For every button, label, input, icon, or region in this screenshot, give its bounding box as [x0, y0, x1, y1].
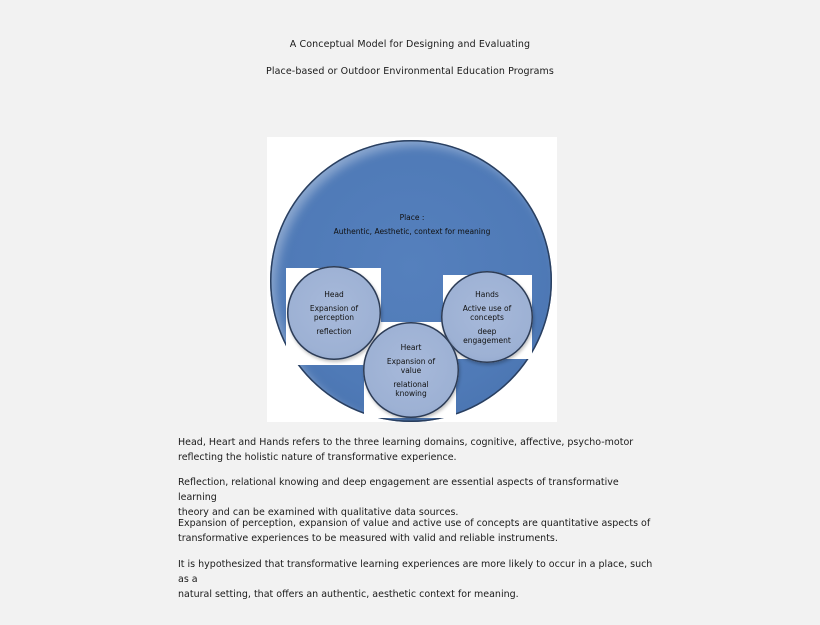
paragraph-line: Head, Heart and Hands refers to the thre…: [178, 437, 634, 448]
hands-circle: Hands Active use of concepts deep engage…: [441, 271, 533, 363]
paragraph-domains: Head, Heart and Hands refers to the thre…: [178, 435, 658, 465]
head-title: Head: [324, 290, 344, 299]
paragraph-quantitative: Expansion of perception, expansion of va…: [178, 516, 658, 546]
hands-line-3: deep: [477, 326, 497, 336]
place-title: Place :: [399, 213, 425, 222]
paragraph-hypothesis: It is hypothesized that transformative l…: [178, 557, 658, 602]
hands-title: Hands: [475, 289, 499, 299]
head-line-3: reflection: [316, 327, 352, 336]
head-line-2: perception: [313, 313, 355, 322]
heart-circle: Heart Expansion of value relational know…: [363, 322, 459, 418]
head-line-1: Expansion of: [309, 304, 359, 313]
heart-line-4: knowing: [395, 388, 427, 398]
heart-line-2: value: [400, 365, 422, 375]
paragraph-qualitative: Reflection, relational knowing and deep …: [178, 475, 658, 520]
paragraph-line: reflecting the holistic nature of transf…: [178, 452, 457, 463]
hands-line-2: concepts: [470, 312, 504, 322]
conceptual-model-diagram: Place : Authentic, Aesthetic, context fo…: [267, 137, 557, 422]
heart-line-3: relational: [393, 379, 429, 389]
paragraph-line: transformative experiences to be measure…: [178, 533, 558, 544]
paragraph-line: It is hypothesized that transformative l…: [178, 559, 653, 585]
title-line-1: A Conceptual Model for Designing and Eva…: [289, 39, 531, 50]
paragraph-line: Reflection, relational knowing and deep …: [178, 477, 619, 503]
heart-title: Heart: [400, 342, 422, 352]
place-subtitle: Authentic, Aesthetic, context for meanin…: [333, 227, 491, 236]
paragraph-line: theory and can be examined with qualitat…: [178, 507, 459, 518]
hands-line-4: engagement: [463, 335, 511, 345]
heart-line-1: Expansion of: [386, 356, 436, 366]
hands-line-1: Active use of: [462, 303, 512, 313]
head-circle: Head Expansion of perception reflection: [287, 266, 381, 360]
paragraph-line: Expansion of perception, expansion of va…: [178, 518, 651, 529]
paragraph-line: natural setting, that offers an authenti…: [178, 589, 519, 600]
title-line-2: Place-based or Outdoor Environmental Edu…: [266, 66, 554, 77]
